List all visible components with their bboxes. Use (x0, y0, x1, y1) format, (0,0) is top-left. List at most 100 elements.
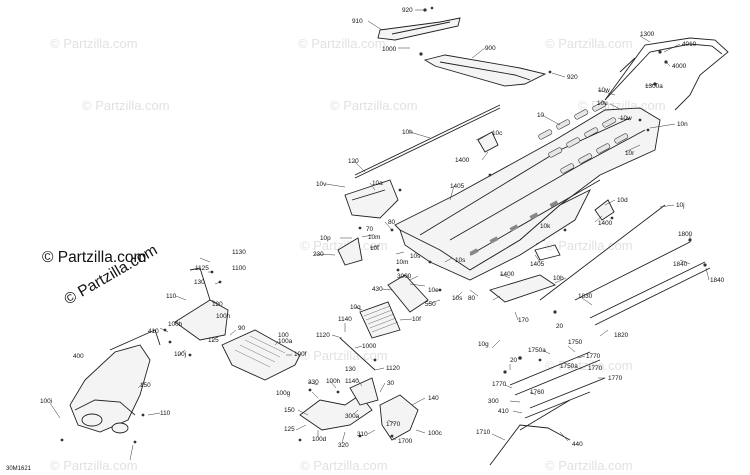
callout-1750[interactable]: 1750 (568, 339, 583, 346)
callout-100b[interactable]: 100b (168, 321, 183, 328)
part-10a-panel[interactable] (344, 179, 399, 219)
callout-10d[interactable]: 10d (617, 197, 628, 204)
callout-1770[interactable]: 410 (498, 408, 509, 415)
callout-4000[interactable]: 4000 (672, 63, 687, 70)
callout-1125[interactable]: 1125 (195, 265, 209, 272)
part-1300-handle[interactable] (604, 37, 729, 111)
callout-400[interactable]: 400 (73, 353, 84, 360)
callout-10v[interactable]: 10v (316, 181, 327, 188)
callout-300a[interactable]: 1770 (386, 421, 401, 428)
callout-100d[interactable]: 320 (338, 442, 349, 449)
callout-1800[interactable]: 1800 (678, 231, 693, 238)
callout-10b[interactable]: 10b (553, 275, 564, 282)
callout-140[interactable]: 100i (40, 398, 52, 405)
callout-300[interactable]: 140 (428, 395, 439, 402)
callout-1770[interactable]: 1770 (588, 365, 603, 372)
callout-920[interactable]: 920 (402, 7, 413, 14)
callout-10n[interactable]: 10n (677, 121, 688, 128)
callout-4010[interactable]: 4010 (682, 41, 697, 48)
callout-130[interactable]: 130 (345, 366, 356, 373)
callout-1770[interactable]: 1760 (530, 389, 545, 396)
callout-170[interactable]: 170 (518, 317, 529, 324)
callout-100h[interactable]: 100h (216, 313, 231, 320)
callout-110[interactable]: 110 (166, 293, 177, 300)
callout-125[interactable]: 310 (357, 431, 368, 438)
callout-10h[interactable]: 10h (402, 129, 413, 136)
callout-1130[interactable]: 1130 (232, 249, 246, 256)
callout-30[interactable]: 30 (387, 380, 395, 387)
callout-100i[interactable]: 150 (284, 407, 295, 414)
callout-230[interactable]: 230 (313, 251, 324, 258)
callout-10j[interactable]: 10j (676, 202, 685, 209)
callout-1300[interactable]: 1300 (640, 31, 655, 38)
callout-310[interactable]: 100c (428, 430, 443, 437)
callout-10u[interactable]: 10u (597, 100, 608, 107)
callout-10[interactable]: 10 (537, 112, 545, 119)
callout-10w[interactable]: 10w (620, 115, 632, 122)
part-910-bracket[interactable] (377, 17, 461, 41)
callout-330[interactable]: 330 (308, 379, 319, 386)
callout-320[interactable]: 1700 (398, 438, 413, 445)
callout-10a[interactable]: 10a (372, 180, 383, 187)
callout-120[interactable]: 120 (212, 301, 223, 308)
callout-1400[interactable]: 1400 (500, 271, 515, 278)
callout-80[interactable]: 80 (468, 295, 476, 302)
callout-100h[interactable]: 100h (326, 378, 341, 385)
callout-10w[interactable]: 10w (598, 87, 610, 94)
callout-10s[interactable]: 10s (410, 253, 420, 260)
callout-1140[interactable]: 1140 (345, 378, 359, 385)
callout-10k[interactable]: 10k (540, 223, 551, 230)
callout-410[interactable]: 125 (284, 426, 295, 433)
callout-1820[interactable]: 1820 (614, 332, 629, 339)
callout-10r[interactable]: 10r (625, 150, 635, 157)
callout-1140[interactable]: 1140 (338, 316, 352, 323)
callout-10s[interactable]: 10s (452, 295, 462, 302)
callout-1400[interactable]: 1400 (598, 220, 613, 227)
callout-130[interactable]: 130 (194, 279, 205, 286)
part-10h-rail[interactable] (354, 104, 501, 176)
callout-1770[interactable]: 1770 (586, 353, 601, 360)
callout-1120[interactable]: 1120 (386, 365, 400, 372)
callout-10m[interactable]: 10m (396, 259, 408, 266)
part-900-cover[interactable] (423, 54, 547, 87)
callout-100a[interactable]: 100a (278, 338, 293, 345)
callout-1830[interactable]: 1830 (578, 293, 593, 300)
callout-100f[interactable]: 100f (294, 351, 307, 358)
callout-1840[interactable]: 1840 (673, 261, 688, 268)
callout-120[interactable]: 120 (348, 158, 359, 165)
callout-900[interactable]: 900 (485, 45, 496, 52)
callout-1400[interactable]: 1400 (455, 157, 470, 164)
part-10j-rail[interactable] (539, 204, 666, 301)
callout-1100[interactable]: 1100 (232, 265, 246, 272)
callout-10g[interactable]: 10g (478, 341, 489, 348)
part-10e-mesh[interactable] (359, 301, 401, 339)
callout-1770[interactable]: 1770 (608, 375, 623, 382)
callout-1750a[interactable]: 1750a (560, 363, 578, 370)
callout-410[interactable]: 410 (148, 328, 159, 335)
callout-1405[interactable]: 1405 (450, 183, 465, 190)
callout-10m[interactable]: 10m (368, 234, 380, 241)
callout-20[interactable]: 20 (510, 357, 518, 364)
callout-70[interactable]: 70 (366, 226, 374, 233)
callout-150[interactable]: 110 (160, 410, 171, 417)
callout-1300a[interactable]: 1300a (645, 83, 663, 90)
callout-910[interactable]: 910 (352, 18, 363, 25)
callout-1000[interactable]: 1000 (382, 46, 397, 53)
callout-10t[interactable]: 10t (370, 245, 379, 252)
callout-80[interactable]: 80 (388, 219, 396, 226)
callout-1760[interactable]: 300 (488, 398, 499, 405)
callout-920[interactable]: 920 (567, 74, 578, 81)
callout-90[interactable]: 90 (238, 325, 246, 332)
callout-1750a[interactable]: 1750a (528, 347, 546, 354)
callout-1770[interactable]: 1770 (492, 381, 507, 388)
callout-110[interactable]: 300a (345, 413, 360, 420)
callout-1710[interactable]: 440 (572, 441, 583, 448)
callout-10f[interactable]: 10f (412, 316, 421, 323)
callout-20[interactable]: 20 (556, 323, 564, 330)
callout-1700[interactable]: 1710 (476, 429, 491, 436)
callout-10p[interactable]: 10p (320, 235, 331, 242)
callout-150[interactable]: 150 (140, 382, 151, 389)
callout-1840[interactable]: 1840 (710, 277, 725, 284)
callout-100g[interactable]: 100g (276, 390, 291, 397)
callout-10q[interactable]: 10q (350, 304, 361, 311)
